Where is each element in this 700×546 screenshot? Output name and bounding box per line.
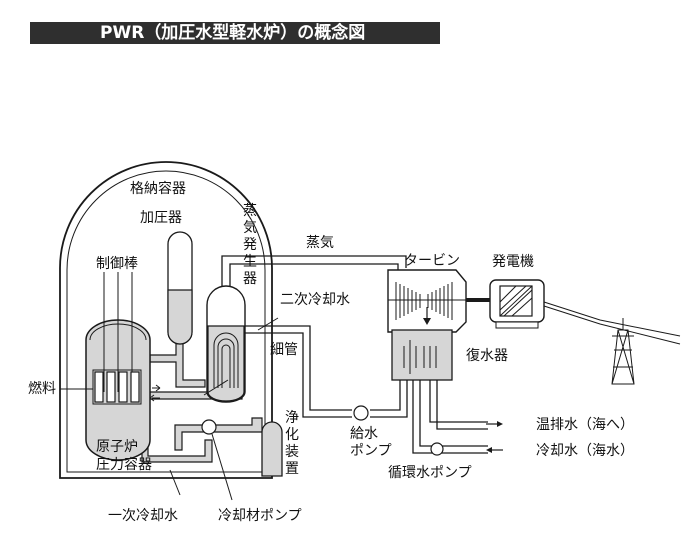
- label-reactor-vessel-2: 圧力容器: [96, 456, 152, 473]
- label-turbine: タービン: [404, 253, 460, 269]
- turbine-blades: [388, 282, 466, 320]
- fuel-core: [92, 369, 142, 405]
- label-reactor-vessel-1: 原子炉: [96, 439, 138, 455]
- steam-generator-water: [207, 325, 245, 402]
- label-condenser: 復水器: [466, 347, 508, 364]
- fuel-rod-1: [94, 371, 104, 403]
- circulating-pump: [430, 442, 444, 456]
- label-circulating-pump: 循環水ポンプ: [388, 465, 472, 481]
- tube-1: [213, 332, 239, 388]
- label-feedwater-pump-1: 給水: [350, 426, 378, 442]
- transmission-tower: [611, 318, 635, 385]
- generator-base: [495, 321, 539, 329]
- diagram-title: PWR（加圧水型軽水炉）の概念図: [100, 23, 366, 43]
- label-fuel: 燃料: [28, 380, 56, 397]
- cooling-water-pipe: [412, 380, 488, 454]
- label-warm-discharge: 温排水（海へ）: [536, 417, 634, 433]
- transmission-lines: [543, 301, 681, 345]
- exhaust-arrow-head: [423, 318, 431, 325]
- label-secondary-coolant: 二次冷却水: [280, 292, 350, 308]
- flow-arrow-out: [149, 394, 160, 402]
- label-primary-coolant: 一次冷却水: [108, 508, 178, 524]
- pressurizer-water: [167, 289, 193, 345]
- label-purifier: 浄化装置: [285, 410, 299, 477]
- label-control-rods: 制御棒: [96, 256, 138, 272]
- label-feedwater-pump-2: ポンプ: [350, 443, 392, 459]
- coolant-pump: [201, 419, 217, 435]
- flow-arrow-in: [152, 384, 161, 392]
- label-steam-generator: 蒸気発生器: [243, 203, 257, 287]
- tube-3: [221, 344, 231, 388]
- label-generator: 発電機: [492, 254, 534, 270]
- fuel-rod-4: [130, 371, 140, 403]
- turbine: [387, 269, 467, 333]
- condenser-tubes: [403, 340, 437, 374]
- generator-hatch: [499, 285, 533, 317]
- condenser: [391, 329, 453, 381]
- fuel-rod-2: [106, 371, 116, 403]
- steam-pipe: [221, 255, 407, 286]
- primary-leader: [169, 469, 181, 496]
- label-pressurizer: 加圧器: [140, 210, 182, 226]
- tube-2: [217, 338, 235, 388]
- containment-inner-wall: [66, 170, 266, 473]
- purifier: [261, 421, 283, 477]
- fuel-rod-3: [118, 371, 128, 403]
- feedwater-pump: [353, 405, 369, 421]
- tubes-leader: [203, 379, 229, 396]
- secondary-leader: [257, 317, 279, 331]
- title-bar: [30, 22, 440, 44]
- pump-leader: [211, 433, 233, 501]
- intake-arrow-head: [486, 447, 492, 453]
- label-cooling-water: 冷却水（海水）: [536, 443, 634, 459]
- secondary-coolant-pipe: [245, 325, 352, 418]
- label-steam: 蒸気: [306, 235, 334, 251]
- label-tubes: 細管: [270, 342, 298, 358]
- label-coolant-pump: 冷却材ポンプ: [218, 508, 302, 524]
- label-containment: 格納容器: [130, 180, 186, 197]
- discharge-arrow-head: [497, 421, 503, 427]
